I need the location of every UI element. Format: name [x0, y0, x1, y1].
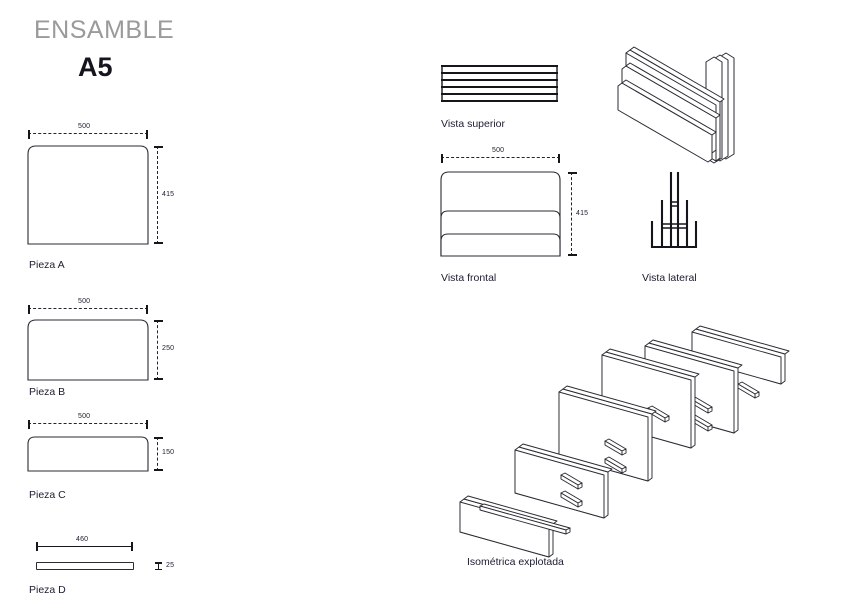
vista-frontal-height-dim-line	[568, 172, 577, 256]
pieza-c-height-dim-line	[154, 437, 163, 471]
vista-frontal-label: Vista frontal	[441, 272, 497, 284]
pieza-d-outline	[36, 562, 134, 570]
pieza-d-width-dim-text: 460	[76, 536, 89, 543]
vista-frontal-height-dim-text: 415	[576, 210, 589, 217]
isometrica-explotada-drawing	[455, 320, 815, 560]
vista-frontal-drawing	[440, 171, 563, 257]
vista-superior-label: Vista superior	[441, 118, 506, 130]
pieza-b-height-dim-line	[154, 320, 163, 380]
pieza-a-width-dim-text: 500	[78, 123, 91, 130]
vista-frontal-width-dim-line	[441, 154, 560, 163]
page-title: ENSAMBLE	[34, 16, 175, 44]
pieza-d-width-dim-line	[36, 542, 133, 551]
vista-frontal-width-dim-text: 500	[492, 147, 505, 154]
pieza-b-outline	[27, 319, 150, 381]
pieza-d-label: Pieza D	[29, 584, 66, 596]
pieza-d-thickness-dim-line	[155, 562, 162, 570]
pieza-b-height-dim-text: 250	[162, 345, 175, 352]
pieza-a-outline	[27, 145, 150, 245]
pieza-c-label: Pieza C	[29, 489, 66, 501]
isometric-assembly-drawing	[608, 36, 758, 168]
pieza-c-outline	[27, 436, 150, 472]
pieza-c-width-dim-text: 500	[78, 413, 91, 420]
pieza-d-thickness-dim-text: 25	[166, 562, 175, 569]
pieza-a-height-dim-line	[154, 146, 163, 244]
pieza-b-width-dim-line	[28, 305, 148, 314]
pieza-a-label: Pieza A	[29, 259, 65, 271]
pieza-a-width-dim-line	[28, 130, 148, 139]
pieza-c-height-dim-text: 150	[162, 449, 175, 456]
vista-lateral-label: Vista lateral	[642, 272, 697, 284]
pieza-a-height-dim-text: 415	[162, 191, 175, 198]
page-title-code: A5	[78, 52, 113, 82]
pieza-b-width-dim-text: 500	[78, 298, 91, 305]
vista-lateral-drawing	[645, 172, 703, 250]
pieza-c-width-dim-line	[28, 420, 148, 429]
isometrica-explotada-label: Isométrica explotada	[467, 556, 564, 568]
vista-superior-drawing	[441, 64, 561, 104]
pieza-b-label: Pieza B	[29, 386, 66, 398]
